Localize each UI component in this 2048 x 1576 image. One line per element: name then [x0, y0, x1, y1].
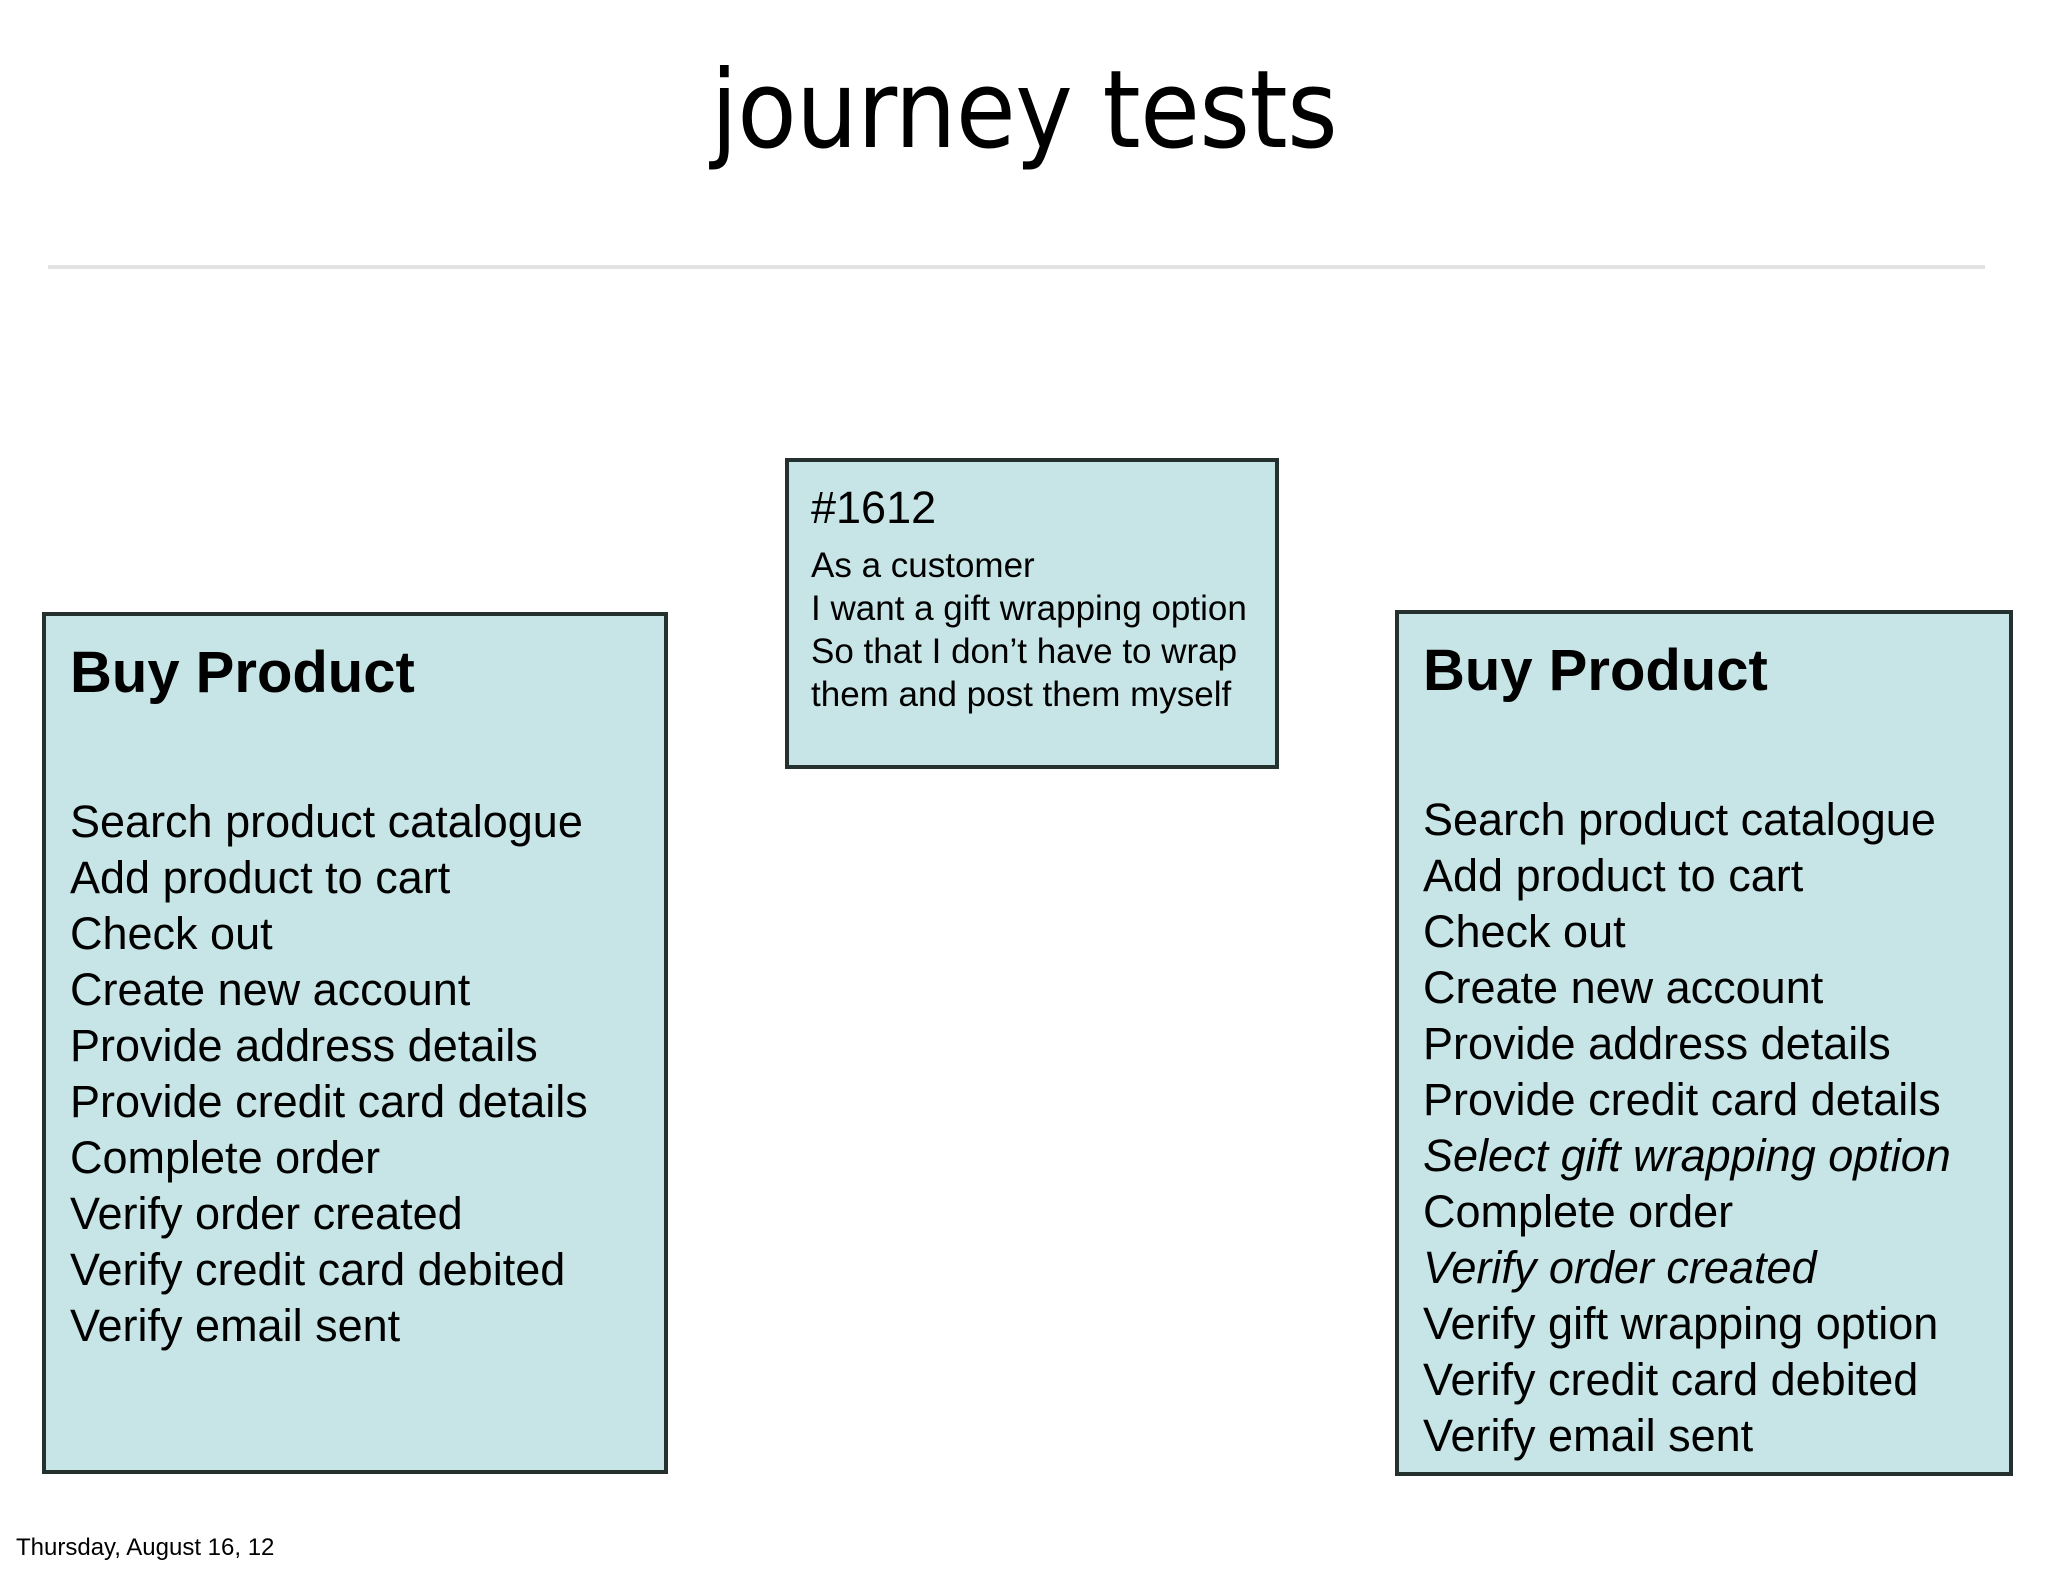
journey-step-item: Provide address details [1423, 1018, 1891, 1069]
user-story-id: #1612 [811, 482, 937, 533]
user-story-line: them and post them myself [811, 675, 1232, 714]
journey-step-item: Verify credit card debited [70, 1244, 566, 1295]
user-story-line: So that I don’t have to wrap [811, 632, 1238, 671]
journey-step-item: Provide address details [70, 1020, 538, 1071]
journey-step-item: Create new account [70, 964, 471, 1015]
journey-step-item: Verify order created [70, 1188, 463, 1239]
user-story-line: I want a gift wrapping option [811, 589, 1247, 628]
journey-step-item: Add product to cart [70, 852, 451, 903]
journey-step-item: Search product catalogue [70, 796, 583, 847]
journey-step-item: Verify email sent [70, 1300, 401, 1351]
journey-step-item: Add product to cart [1423, 850, 1804, 901]
footer-date: Thursday, August 16, 12 [16, 1534, 275, 1561]
title-divider [48, 265, 1985, 269]
journey-step-item: Verify order created [1423, 1242, 1817, 1293]
page-title: journey tests [710, 48, 1338, 173]
journey-card-right-title: Buy Product [1423, 638, 1768, 703]
journey-step-item: Check out [70, 908, 273, 959]
user-story-note-card: #1612 As a customer I want a gift wrappin… [785, 458, 1279, 769]
journey-step-item: Complete order [70, 1132, 381, 1183]
journey-card-left-title: Buy Product [70, 640, 415, 705]
journey-step-item: Create new account [1423, 962, 1824, 1013]
journey-step-item: Provide credit card details [1423, 1074, 1941, 1125]
journey-step-item: Verify gift wrapping option [1423, 1298, 1939, 1349]
user-story-line-list: As a customer I want a gift wrapping opti… [789, 534, 1275, 716]
journey-step-item: Provide credit card details [70, 1076, 588, 1127]
journey-step-item: Verify credit card debited [1423, 1354, 1919, 1405]
journey-step-item: Check out [1423, 906, 1626, 957]
journey-step-item: Complete order [1423, 1186, 1734, 1237]
journey-step-item: Search product catalogue [1423, 794, 1936, 845]
journey-step-item: Verify email sent [1423, 1410, 1754, 1461]
user-story-line: As a customer [811, 546, 1035, 585]
journey-step-item: Select gift wrapping option [1423, 1130, 1951, 1181]
